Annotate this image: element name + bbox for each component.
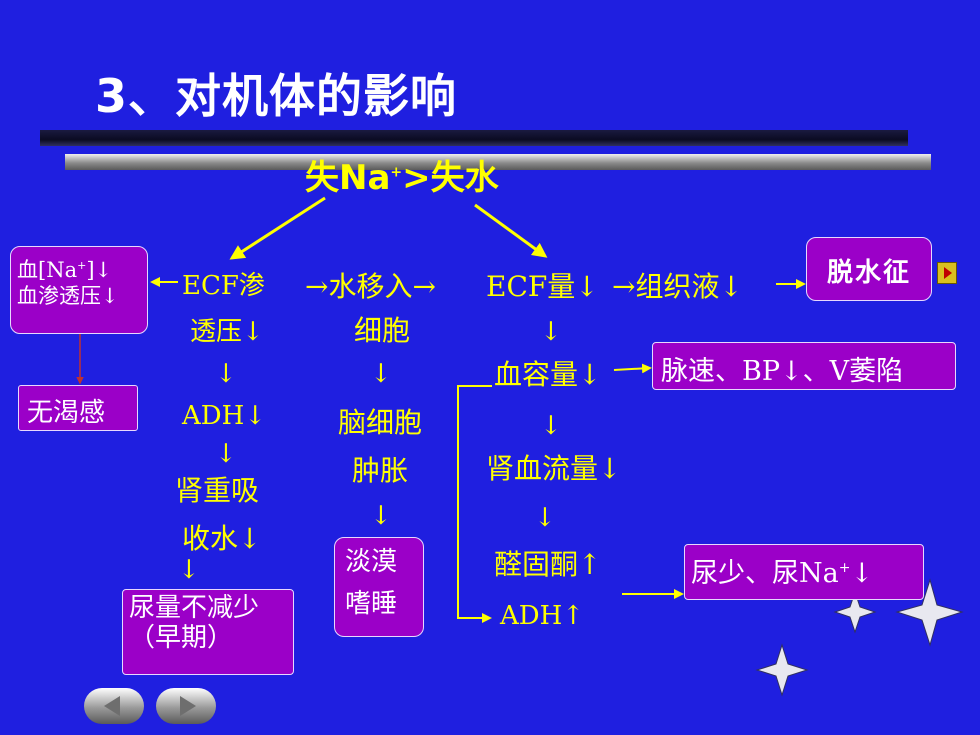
renal-blood-flow: 肾血流量↓ (486, 452, 622, 485)
pulse-bp-box: 脉速、BP↓、V萎陷 (652, 342, 956, 390)
cells: 细胞 (354, 314, 411, 347)
renal-reabsorb-2: 收水↓ (182, 522, 262, 555)
interstitial-fluid: →组织液↓ (612, 270, 743, 303)
apathy-somnolence-box: 淡漠 嗜睡 (334, 537, 424, 637)
oliguria-box: 尿少、尿Na+↓ (684, 544, 924, 600)
brain-cells: 脑细胞 (338, 406, 423, 439)
renal-reabsorb-1: 肾重吸 (175, 474, 260, 507)
arrow-down: ↓ (540, 411, 562, 441)
ecf-osmotic-2: 透压↓ (190, 317, 264, 347)
sodium-water-loss: 失Na+>失水 (305, 158, 499, 198)
page-title: 3、对机体的影响 (95, 69, 458, 123)
prev-icon[interactable] (84, 688, 144, 724)
play-icon[interactable] (937, 262, 957, 284)
ecf-volume: ECF量↓ (486, 270, 599, 303)
title-bar-dark (40, 130, 908, 146)
urine-not-reduced-box: 尿量不减少 （早期） (122, 589, 294, 675)
next-icon[interactable] (156, 688, 216, 724)
ecf-osmotic-1: ECF渗 (182, 271, 265, 301)
arrow-down: ↓ (178, 555, 200, 585)
star-1 (895, 578, 964, 647)
adh-up: ADH↑ (500, 601, 585, 631)
arrow-down: ↓ (215, 359, 237, 389)
no-thirst-box: 无渴感 (18, 385, 138, 431)
water-into-cells: →水移入→ (305, 270, 436, 303)
star-3 (755, 643, 809, 697)
arrow-down: ↓ (534, 503, 556, 533)
blood-volume: 血容量↓ (494, 358, 602, 391)
star-2 (833, 590, 877, 634)
serum-sodium-box: 血[Na+]↓ 血渗透压↓ (10, 246, 148, 334)
title-bar-gray (65, 154, 931, 170)
aldosterone-up: 醛固酮↑ (494, 548, 602, 581)
arrow-top-left (229, 196, 326, 260)
bracket-blood-vol-to-adh (457, 385, 492, 623)
adh-down: ADH↓ (182, 401, 267, 431)
arrow-top-right (474, 203, 548, 258)
arrow-down: ↓ (215, 439, 237, 469)
swelling: 肿胀 (352, 454, 409, 487)
arrow-to-pulse (613, 363, 652, 374)
star-icon (755, 578, 964, 697)
arrow-down: ↓ (370, 501, 392, 531)
arrow-down: ↓ (540, 317, 562, 347)
dehydration-signs-box: 脱水征 (806, 237, 932, 301)
arrow-down: ↓ (370, 359, 392, 389)
